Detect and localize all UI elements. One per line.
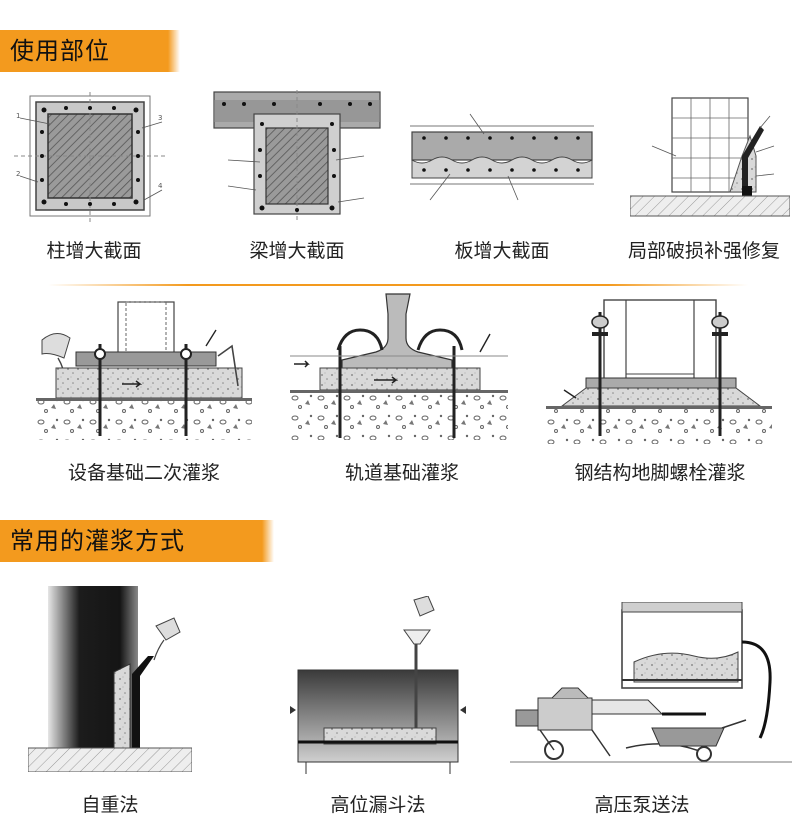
section-title: 使用部位	[10, 37, 110, 65]
gravity-method-diagram	[28, 586, 192, 772]
caption-slab: 板增大截面	[454, 240, 550, 262]
caption-beam: 梁增大截面	[249, 240, 345, 262]
caption-pump-method: 高压泵送法	[594, 794, 690, 816]
funnel-method-diagram	[290, 596, 466, 774]
caption-rail-foundation: 轨道基础灌浆	[344, 462, 459, 484]
label-2: 2	[16, 170, 20, 178]
caption-funnel-method: 高位漏斗法	[330, 794, 426, 816]
local-repair-diagram	[630, 97, 790, 217]
section-header-methods: 常用的灌浆方式	[0, 520, 274, 562]
column-section-diagram: 1 2 3 4	[14, 92, 166, 222]
section-title: 常用的灌浆方式	[10, 527, 185, 555]
beam-section-diagram	[213, 90, 381, 220]
caption-steel-anchor: 钢结构地脚螺栓灌浆	[574, 462, 746, 484]
section-header-usage: 使用部位	[0, 30, 180, 72]
caption-column: 柱增大截面	[46, 240, 142, 262]
label-4: 4	[158, 182, 163, 190]
steel-anchor-bolt-grouting-diagram	[546, 299, 772, 444]
label-3: 3	[158, 114, 162, 122]
pump-method-diagram	[510, 602, 792, 763]
label-1: 1	[16, 112, 20, 120]
caption-equipment-foundation: 设备基础二次灌浆	[67, 462, 220, 484]
caption-gravity-method: 自重法	[81, 794, 139, 816]
section-divider	[48, 284, 748, 286]
equipment-foundation-grouting-diagram	[36, 301, 252, 440]
slab-section-diagram	[410, 113, 594, 201]
caption-local-repair: 局部破损补强修复	[627, 240, 780, 262]
rail-foundation-grouting-diagram	[290, 293, 508, 440]
